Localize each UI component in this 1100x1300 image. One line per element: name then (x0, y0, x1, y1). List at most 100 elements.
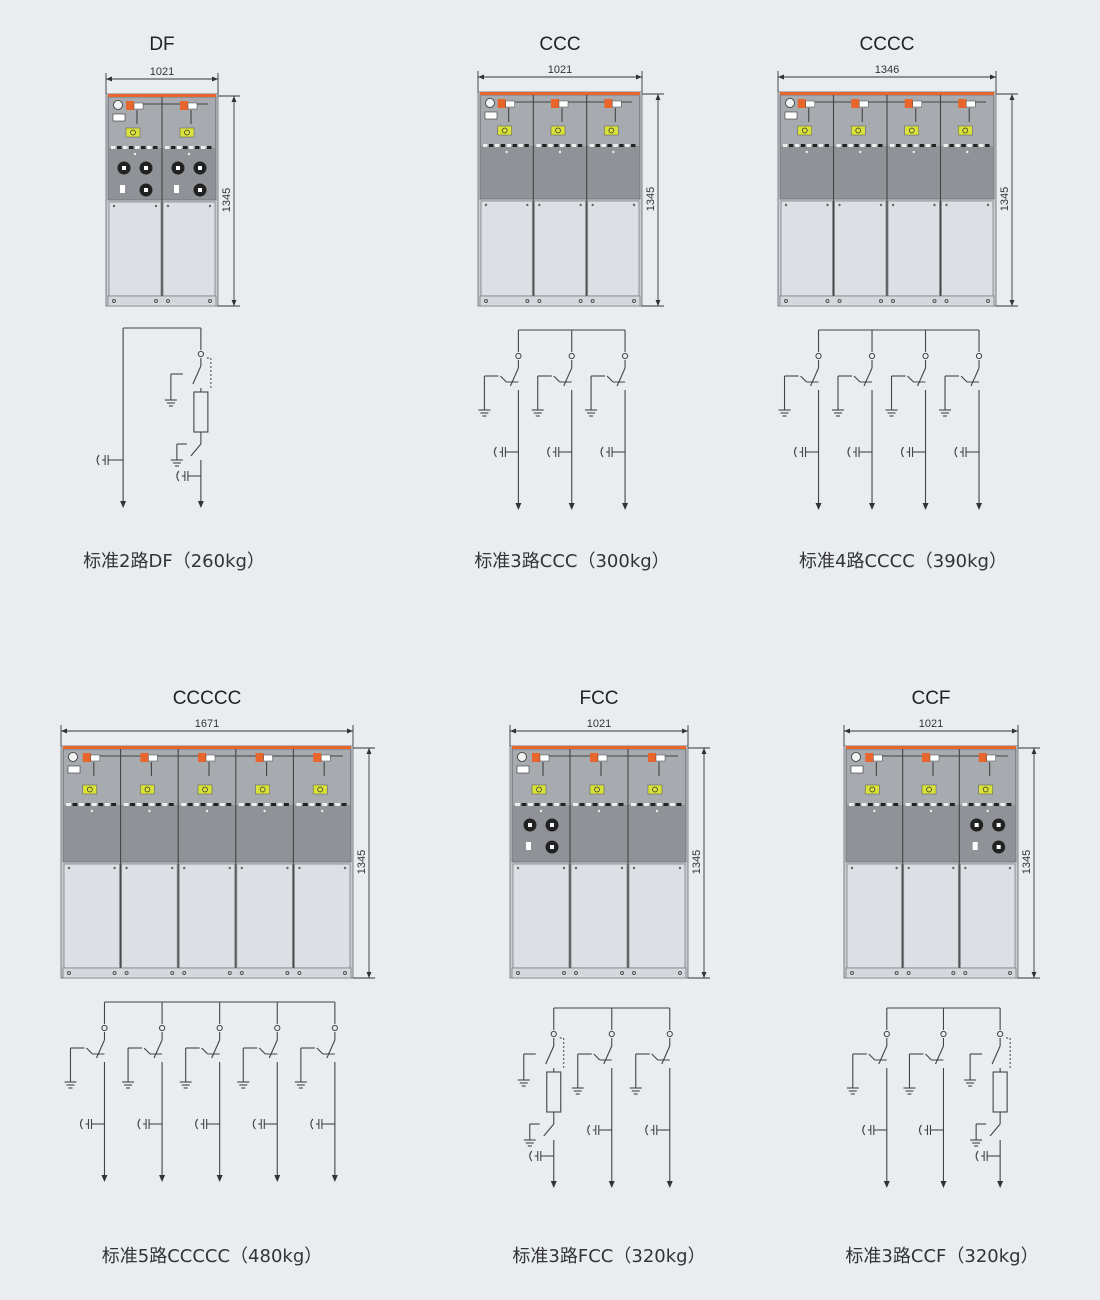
indicator-band (1006, 803, 1012, 806)
mimic-indicator (133, 102, 144, 110)
capacitor-icon (529, 1150, 533, 1162)
brand-logo-icon (68, 752, 78, 762)
base-bolt (239, 971, 244, 975)
indicator-band (836, 144, 841, 147)
panel-rivet (205, 809, 209, 813)
display-window (850, 765, 864, 774)
switch-blade (917, 367, 927, 387)
mimic-earth-icon (531, 784, 547, 795)
indicator-band (880, 803, 886, 806)
base-bolt (894, 971, 899, 975)
earth-switch (606, 375, 614, 383)
door-screw (1008, 866, 1012, 870)
dimension-arrow-icon (510, 728, 516, 734)
brand-logo-icon (113, 100, 123, 110)
bushing-icon (550, 1030, 557, 1038)
indicator-band (251, 803, 257, 806)
panel-rivet (612, 150, 615, 154)
arrowhead-icon (120, 501, 127, 508)
base-bolt (67, 971, 71, 975)
trip-link (559, 1037, 565, 1070)
indicator-band (213, 803, 219, 806)
indicator-band (592, 803, 598, 806)
dimension-arrow-icon (990, 74, 996, 80)
mimic-earth-icon (255, 784, 270, 795)
dimension-arrow-icon (701, 748, 707, 754)
bushing-icon (883, 1030, 890, 1038)
indicator-band (924, 803, 930, 806)
indicator-band (238, 803, 244, 806)
dimension-arrow-icon (655, 94, 661, 100)
capacitor-icon (547, 446, 551, 458)
operation-hole-icon (594, 786, 600, 793)
earth-switch (800, 375, 807, 383)
indicator-band (663, 803, 669, 806)
switch-blade (603, 1045, 613, 1065)
operation-hole-icon (855, 127, 862, 134)
mimic-switch-icon (198, 753, 206, 762)
indicator-band (866, 144, 871, 147)
mimic-indicator (597, 754, 608, 762)
mimic-switch-icon (140, 753, 149, 762)
indicator-band (848, 144, 853, 147)
indicator-band (950, 803, 955, 806)
mimic-earth-icon (140, 784, 155, 795)
operation-hole-icon (144, 786, 151, 793)
mimic-switch-icon (648, 753, 656, 762)
base-bolt (208, 299, 212, 303)
earth-switch (853, 375, 861, 383)
height-dimension-label: 1345 (1021, 850, 1033, 874)
indicator-band (302, 803, 308, 806)
indicator-band (919, 144, 925, 147)
operation-hole-icon (652, 786, 658, 793)
indicator-band (189, 146, 194, 149)
panel-rivet (929, 809, 933, 813)
indicator-band (973, 144, 978, 147)
indicator-band (201, 146, 206, 149)
switch-blade (190, 443, 202, 457)
mimic-indicator (805, 100, 815, 108)
handle-slot (198, 188, 202, 192)
brand-logo-icon (851, 752, 861, 762)
base-bolt (620, 971, 624, 975)
indicator-band (135, 146, 140, 149)
cabinet-door (628, 863, 686, 969)
base-bolt (227, 971, 232, 975)
indicator-band (800, 144, 806, 147)
operation-hole-icon (317, 786, 324, 793)
indicator-band (335, 803, 341, 806)
panel-rivet (859, 150, 862, 154)
fuse-indicator-icon (120, 185, 125, 193)
door-screw (632, 866, 636, 870)
indicator-band (85, 803, 91, 806)
indicator-band (271, 803, 276, 806)
cabinet-door (236, 863, 293, 969)
indicator-band (985, 144, 990, 147)
indicator-band (548, 144, 553, 147)
door-screw (891, 203, 895, 207)
panel-rivet (558, 150, 562, 154)
arrowhead-icon (568, 503, 575, 510)
switch-blade (616, 367, 626, 387)
cabinet-door (512, 863, 570, 969)
mimic-switch-icon (604, 99, 613, 108)
indicator-band (818, 144, 824, 147)
mimic-indicator (505, 100, 515, 108)
mimic-switch-icon (958, 99, 967, 108)
handle-slot (550, 823, 554, 827)
door-screw (298, 866, 301, 870)
mimic-switch-icon (82, 753, 91, 762)
indicator-band (341, 803, 347, 806)
mimic-indicator (148, 754, 158, 762)
indicator-band (177, 146, 182, 149)
indicator-band (512, 144, 517, 147)
indicator-band (187, 803, 193, 806)
fuse-icon (193, 391, 209, 433)
door-screw (484, 203, 488, 207)
display-window (516, 765, 530, 774)
bushing-icon (621, 352, 629, 360)
earth-switch (258, 1047, 266, 1055)
indicator-band (554, 803, 559, 806)
indicator-band (607, 144, 612, 147)
